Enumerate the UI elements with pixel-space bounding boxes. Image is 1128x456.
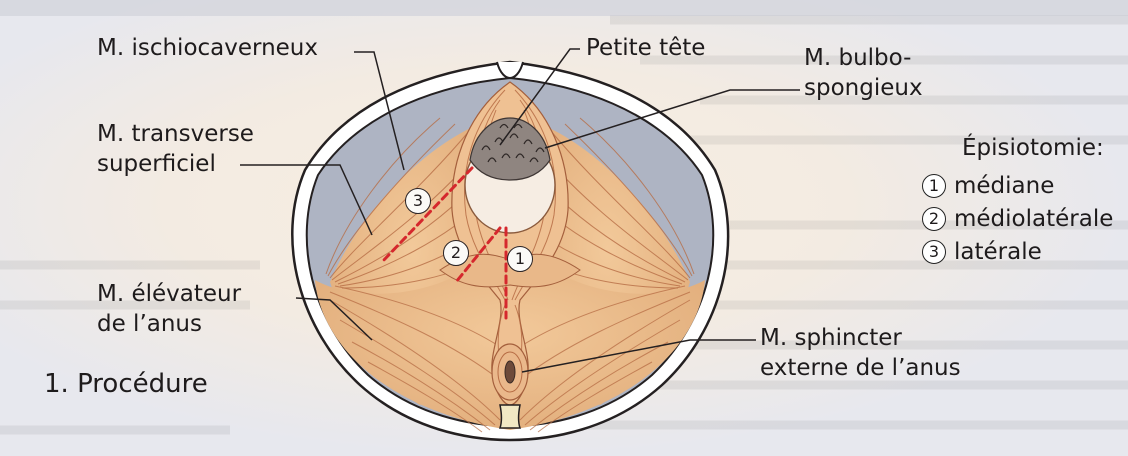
- label-transverse-2: superficiel: [97, 150, 216, 178]
- label-sphincter-1: M. sphincter: [760, 324, 902, 352]
- legend-item-2-number: 2: [922, 207, 946, 231]
- legend-title: Épisiotomie:: [962, 134, 1104, 162]
- label-elevateur-1: M. élévateur: [97, 280, 241, 308]
- coccyx: [500, 405, 520, 428]
- label-sphincter-2: externe de l’anus: [760, 354, 961, 382]
- figure-caption: 1. Procédure: [44, 368, 208, 400]
- label-bulbospongieux-1: M. bulbo-: [804, 44, 911, 72]
- incision-marker-3: 3: [405, 188, 431, 214]
- incision-marker-1: 1: [507, 246, 533, 272]
- legend-item-2-label: médiolatérale: [954, 206, 1113, 232]
- incision-marker-2: 2: [443, 240, 469, 266]
- anal-opening: [505, 361, 515, 383]
- label-bulbospongieux-2: spongieux: [804, 74, 923, 102]
- label-petite-tete: Petite tête: [586, 34, 705, 62]
- legend-item-1-number: 1: [922, 174, 946, 198]
- label-transverse-1: M. transverse: [97, 120, 254, 148]
- label-ischiocaverneux: M. ischiocaverneux: [97, 34, 318, 62]
- legend-item-3-label: latérale: [954, 239, 1042, 265]
- label-elevateur-2: de l’anus: [97, 310, 202, 338]
- legend-item-1: 1 médiane: [922, 172, 1054, 200]
- legend-item-2: 2 médiolatérale: [922, 205, 1113, 233]
- legend-item-1-label: médiane: [954, 173, 1054, 199]
- legend-item-3-number: 3: [922, 240, 946, 264]
- legend-item-3: 3 latérale: [922, 238, 1042, 266]
